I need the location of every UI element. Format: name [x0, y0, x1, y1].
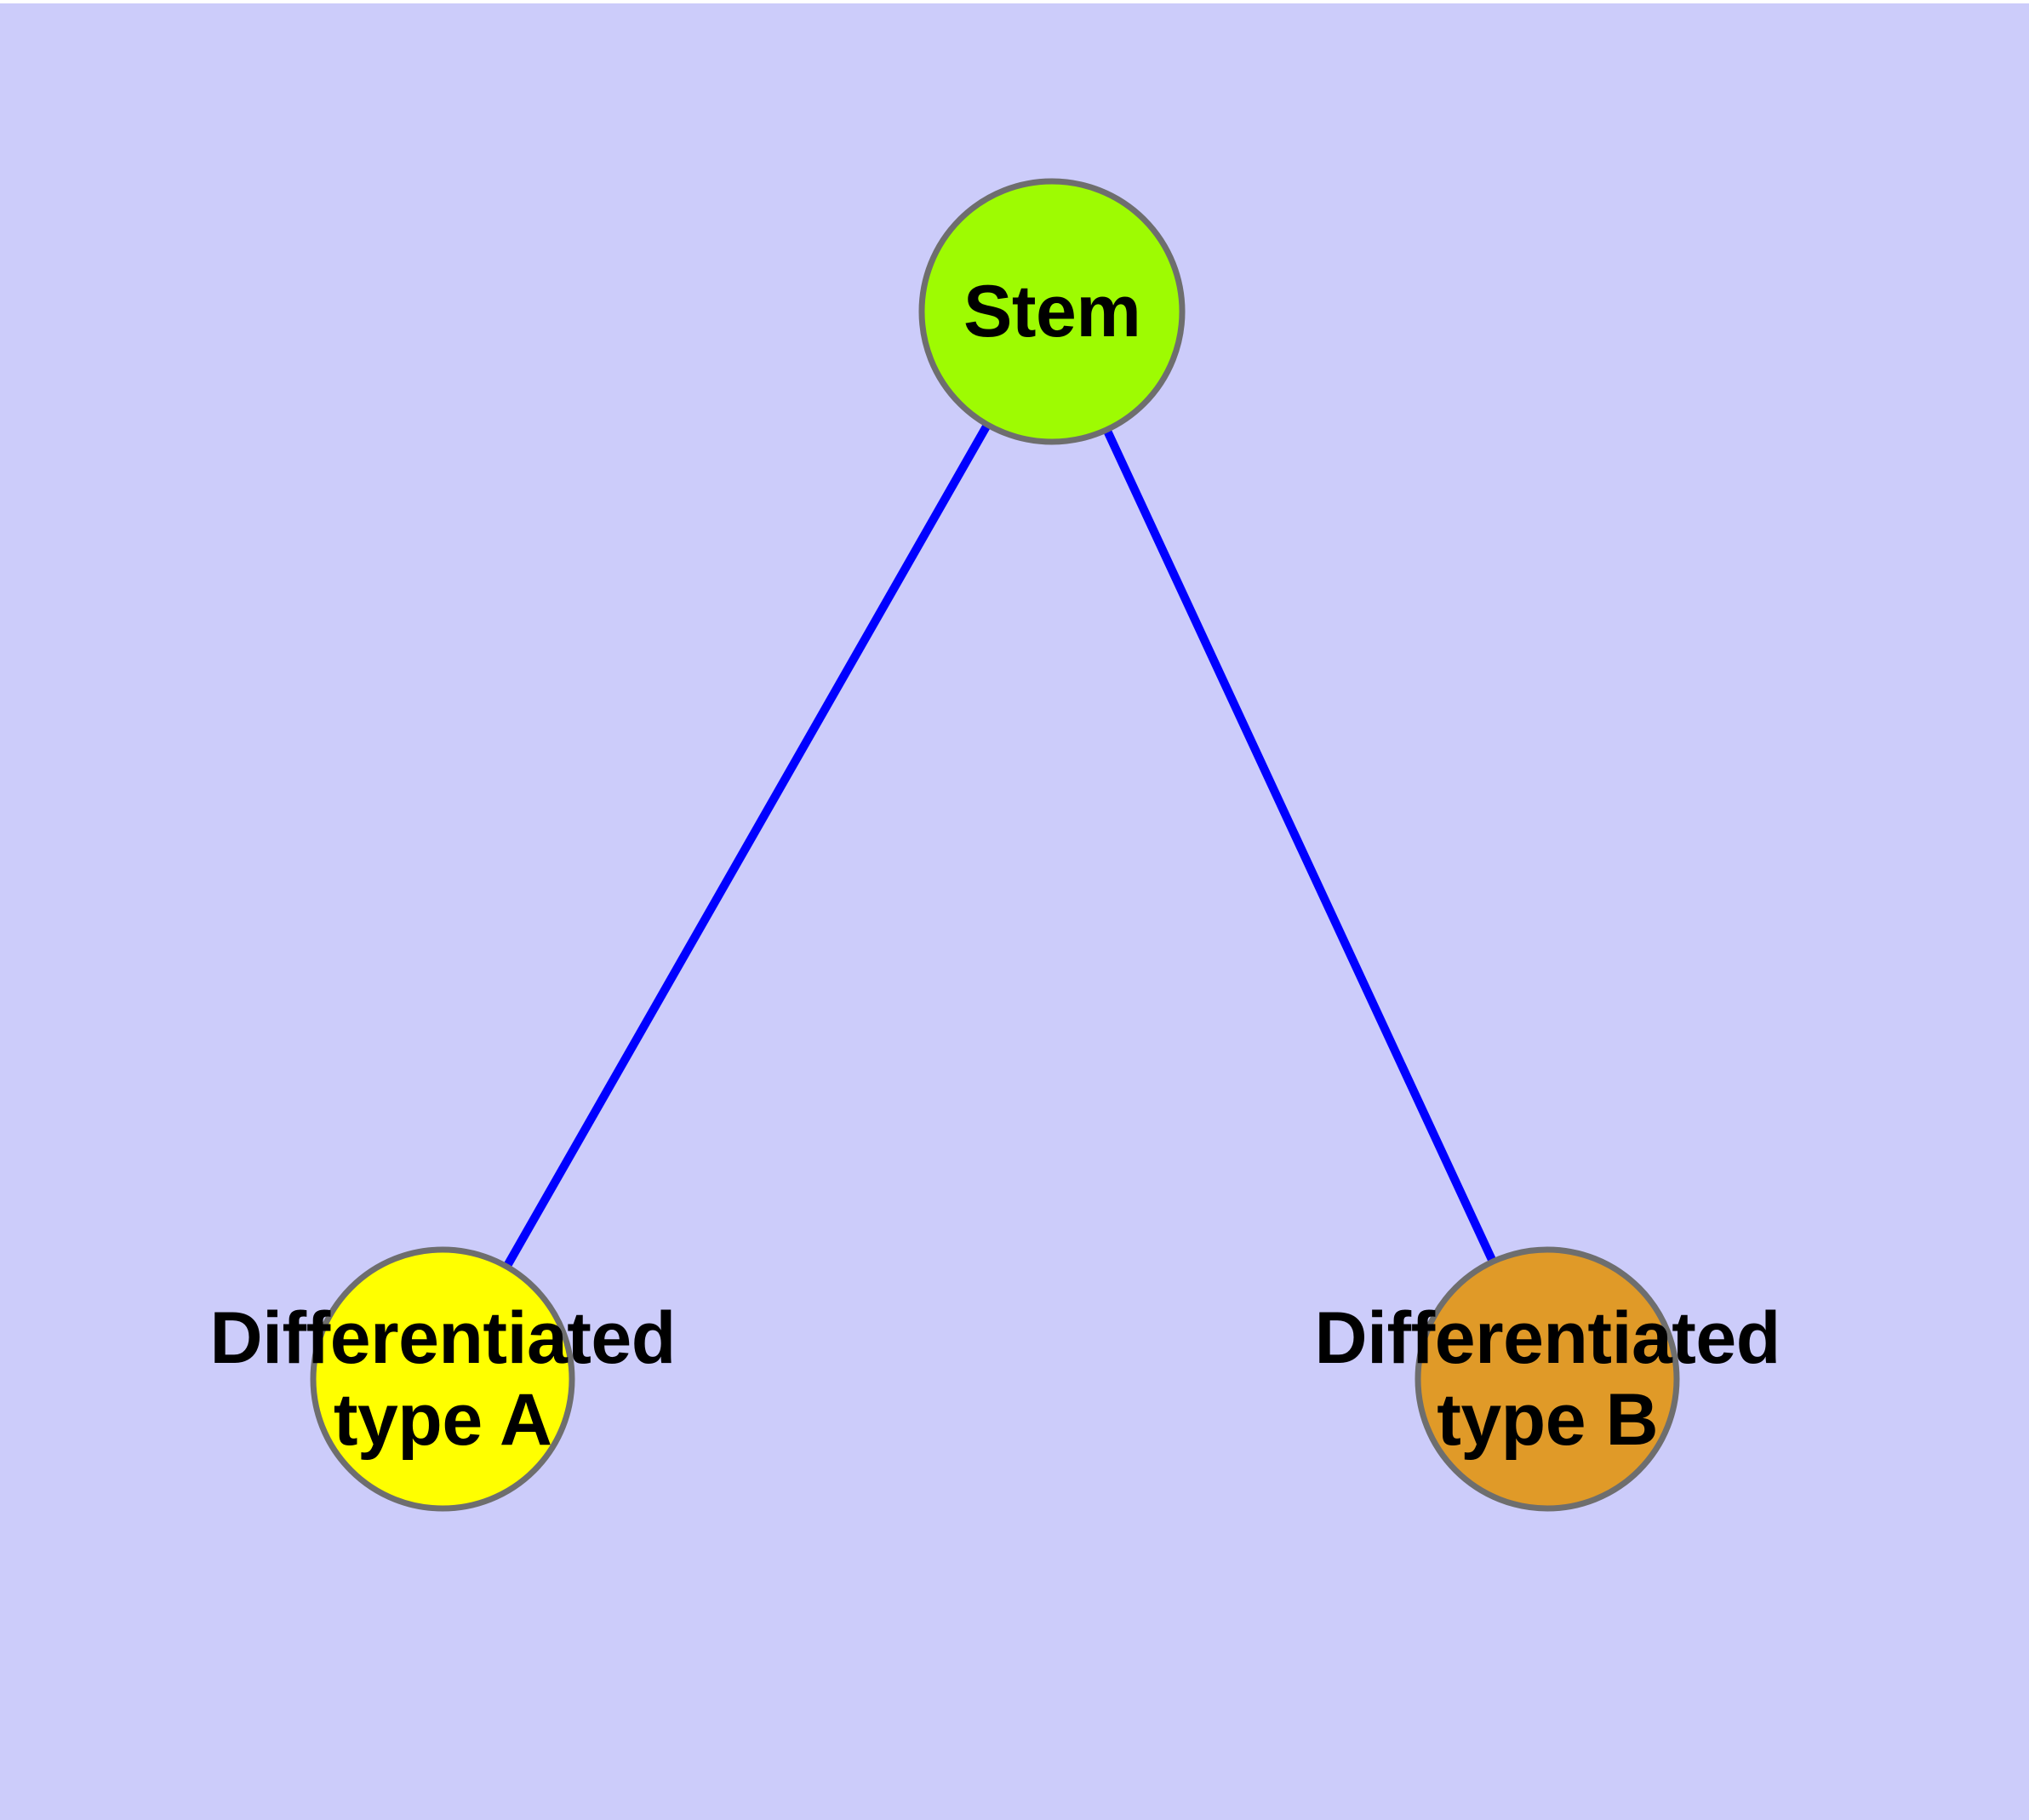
edge-layer — [501, 419, 1499, 1272]
node-diff_b[interactable] — [1415, 1246, 1680, 1512]
node-layer — [310, 178, 1680, 1512]
edge-stem-to-diff_a[interactable] — [501, 419, 993, 1272]
edge-stem-to-diff_b[interactable] — [1101, 425, 1499, 1267]
node-stem[interactable] — [918, 178, 1186, 445]
node-diff_a[interactable] — [310, 1246, 575, 1512]
